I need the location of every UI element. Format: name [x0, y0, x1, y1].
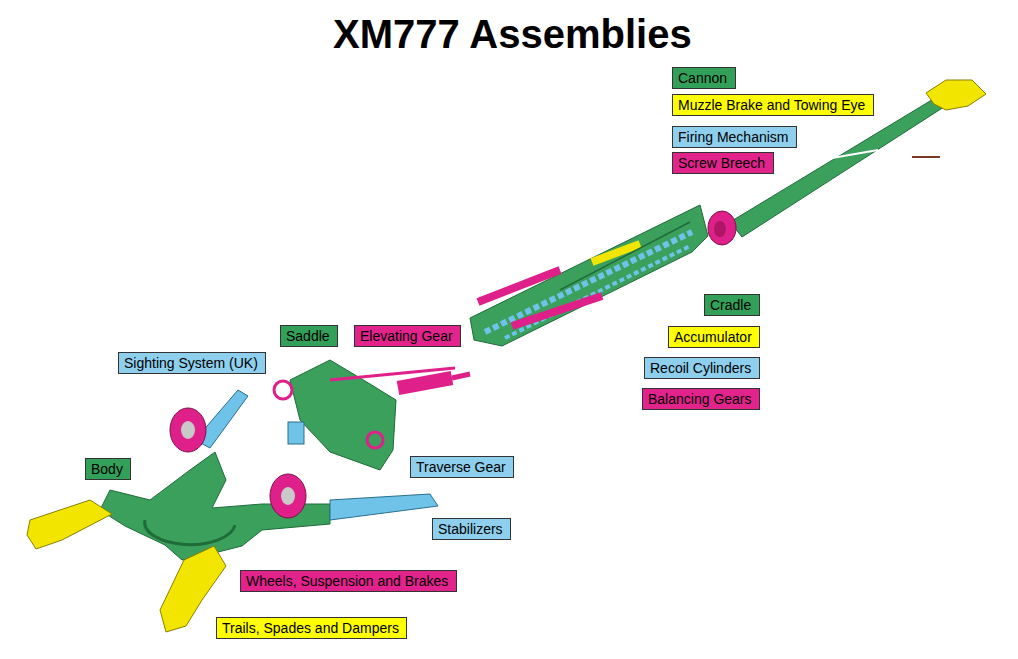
- elevating-gear: [452, 374, 470, 378]
- breech-face: [714, 221, 726, 237]
- part-label: Elevating Gear: [354, 325, 461, 347]
- balancing-gear: [478, 270, 560, 302]
- part-name: Balancing Gears: [648, 391, 752, 407]
- traverse-handwheel: [367, 432, 383, 448]
- part-label: Accumulator: [668, 326, 760, 348]
- part-label: Balancing Gears: [642, 388, 760, 410]
- part-label: Wheels, Suspension and Brakes: [240, 570, 457, 592]
- balancing-gear: [512, 296, 602, 326]
- part-name: Recoil Cylinders: [650, 360, 751, 376]
- part-name: Saddle: [286, 328, 330, 344]
- part-label: Recoil Cylinders: [644, 357, 760, 379]
- part-label: Cannon: [672, 67, 736, 89]
- cradle: [470, 205, 708, 346]
- part-label: Cradle: [704, 294, 760, 316]
- part-name: Accumulator: [674, 329, 752, 345]
- part-name: Sighting System (UK): [124, 355, 258, 371]
- part-name: Traverse Gear: [416, 459, 506, 475]
- accumulator: [592, 244, 640, 262]
- highlight-line: [832, 150, 878, 158]
- part-name: Cannon: [678, 70, 727, 86]
- wheel: [270, 474, 306, 518]
- stabilizer: [330, 494, 438, 520]
- part-label: Body: [85, 458, 131, 480]
- trail: [27, 500, 112, 549]
- body: [100, 452, 330, 560]
- wheel-hub: [281, 487, 295, 505]
- part-name: Screw Breech: [678, 155, 765, 171]
- part-name: Elevating Gear: [360, 328, 453, 344]
- muzzle-brake: [926, 80, 986, 110]
- part-name: Firing Mechanism: [678, 129, 788, 145]
- part-label: Screw Breech: [672, 152, 774, 174]
- part-label: Muzzle Brake and Towing Eye: [672, 94, 874, 116]
- part-name: Muzzle Brake and Towing Eye: [678, 97, 865, 113]
- part-label: Stabilizers: [432, 518, 511, 540]
- part-name: Body: [91, 461, 123, 477]
- part-name: Trails, Spades and Dampers: [222, 620, 399, 636]
- cradle-rail: [560, 222, 690, 290]
- part-label: Traverse Gear: [410, 456, 514, 478]
- part-label: Trails, Spades and Dampers: [216, 617, 407, 639]
- screw-breech: [708, 211, 736, 245]
- recoil-cylinder: [485, 232, 692, 332]
- wheel-hub: [181, 421, 195, 439]
- part-label: Saddle: [280, 325, 338, 347]
- elevating-gear: [398, 378, 452, 388]
- traverse-ring: [145, 520, 235, 545]
- wheel: [170, 408, 206, 452]
- part-name: Wheels, Suspension and Brakes: [246, 573, 448, 589]
- diagram-title: XM777 Assemblies: [333, 12, 692, 56]
- marker-line: [912, 156, 940, 158]
- handwheel: [274, 381, 292, 399]
- part-name: Cradle: [710, 297, 751, 313]
- part-label: Sighting System (UK): [118, 352, 266, 374]
- part-name: Stabilizers: [438, 521, 503, 537]
- part-label: Firing Mechanism: [672, 126, 797, 148]
- sight-mount: [288, 422, 304, 444]
